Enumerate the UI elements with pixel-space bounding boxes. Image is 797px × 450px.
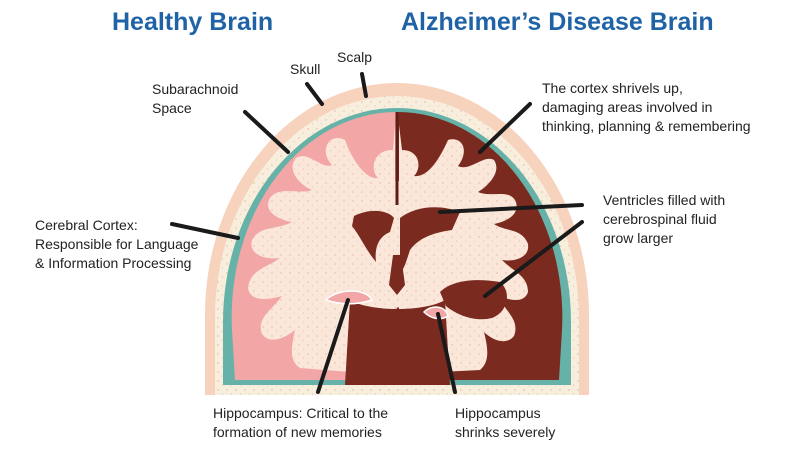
label-scalp: Scalp [337,48,372,67]
callout-hippocampus-alz [436,312,457,394]
left-lateral-ventricle [352,210,394,262]
label-line: shrinks severely [455,424,556,440]
label-line: Scalp [337,49,373,65]
label-line: The cortex shrivels up, [542,80,683,96]
third-ventricle [389,255,405,295]
hippocampus-alzheimers [422,306,449,320]
label-line: thinking, planning & remembering [542,118,751,134]
label-line: & Information Processing [35,255,192,271]
callout-cerebral-cortex [170,222,240,240]
label-skull: Skull [290,60,320,79]
hippocampus-healthy [324,290,374,305]
callout-lines [170,72,584,394]
label-line: Skull [290,61,321,77]
right-lateral-ventricle-enlarged [400,207,460,272]
label-line: formation of new memories [213,424,382,440]
label-line: Subarachnoid [152,81,239,97]
label-line: damaging areas involved in [542,99,713,115]
callout-subarachnoid [243,110,290,154]
label-line: Hippocampus: Critical to the [213,405,389,421]
label-line: Hippocampus [455,405,541,421]
label-subarachnoid-space: Subarachnoid Space [152,80,238,118]
label-hippocampus-healthy: Hippocampus: Critical to the formation o… [213,404,388,442]
healthy-brain-title: Healthy Brain [112,8,274,36]
label-line: Responsible for Language [35,236,199,252]
label-line: grow larger [603,230,674,246]
label-hippocampus-alz: Hippocampus shrinks severely [455,404,555,442]
callout-scalp [360,72,368,98]
alzheimers-brain-title: Alzheimer’s Disease Brain [401,8,714,36]
label-line: Ventricles filled with [603,192,726,208]
callout-cortex-shrivels [478,102,532,154]
label-cortex-shrivels: The cortex shrivels up, damaging areas i… [542,79,751,136]
label-line: Cerebral Cortex: [35,217,138,233]
callout-ventricles-top [438,203,584,214]
label-line: cerebrospinal fluid [603,211,717,227]
callout-skull [305,82,324,106]
callout-hippocampus-healthy [316,298,350,394]
label-cerebral-cortex: Cerebral Cortex: Responsible for Languag… [35,216,198,273]
brainstem-region [345,300,450,385]
label-ventricles: Ventricles filled with cerebrospinal flu… [603,191,725,248]
callout-ventricles-bottom [483,220,584,298]
label-line: Space [152,100,192,116]
